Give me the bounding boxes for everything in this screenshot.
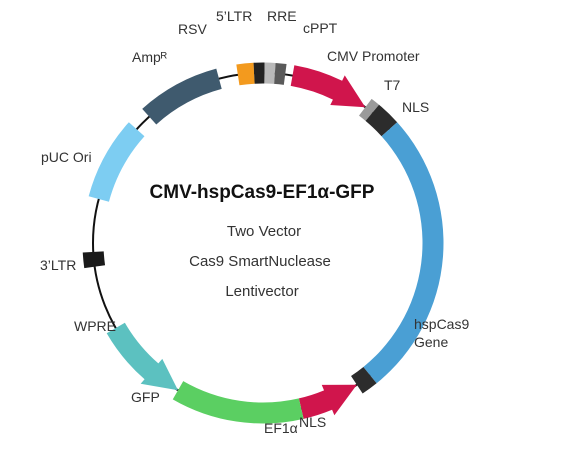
description-line-3: Lentivector bbox=[225, 283, 298, 300]
feature-nls1 bbox=[365, 104, 398, 137]
label-3ltr: 3’LTR bbox=[40, 257, 76, 273]
feature-segments bbox=[82, 62, 444, 424]
description-line-1: Two Vector bbox=[227, 223, 301, 240]
label-gfp: GFP bbox=[131, 389, 160, 405]
label-t7: T7 bbox=[384, 77, 401, 93]
label-ampr: Ampᴿ bbox=[132, 49, 168, 65]
label-nls-bottom: NLS bbox=[299, 414, 326, 430]
feature-cmv bbox=[290, 65, 366, 108]
feature-rre bbox=[264, 62, 276, 84]
feature-t7 bbox=[358, 98, 380, 121]
label-wpre: WPRE bbox=[74, 318, 116, 334]
label-hspcas9-line-1: hspCas9 bbox=[414, 316, 469, 332]
label-rsv: RSV bbox=[178, 21, 207, 37]
feature-nls2 bbox=[351, 366, 377, 394]
label-rre: RRE bbox=[267, 8, 297, 24]
label-cppt: cPPT bbox=[303, 20, 338, 36]
feature-rsv bbox=[236, 62, 255, 86]
feature-cppt bbox=[274, 62, 287, 85]
label-nls-top: NLS bbox=[402, 99, 429, 115]
feature-ltr5 bbox=[253, 62, 265, 84]
label-ef1a: EF1α bbox=[264, 420, 298, 436]
plasmid-title: CMV-hspCas9-EF1α-GFP bbox=[150, 182, 375, 203]
feature-wpre bbox=[106, 322, 178, 391]
description-line-2: Cas9 SmartNuclease bbox=[189, 253, 331, 270]
feature-puc bbox=[88, 122, 145, 202]
feature-cas9 bbox=[363, 122, 444, 384]
feature-ltr3 bbox=[82, 251, 106, 269]
feature-gfp bbox=[172, 381, 304, 424]
label-cmv-promoter: CMV Promoter bbox=[327, 48, 420, 64]
label-puc-ori: pUC Ori bbox=[41, 149, 92, 165]
feature-ef1a bbox=[298, 384, 357, 419]
label-hspcas9-line-2: Gene bbox=[414, 334, 448, 350]
label-5ltr: 5’LTR bbox=[216, 8, 252, 24]
feature-amp bbox=[142, 68, 222, 125]
